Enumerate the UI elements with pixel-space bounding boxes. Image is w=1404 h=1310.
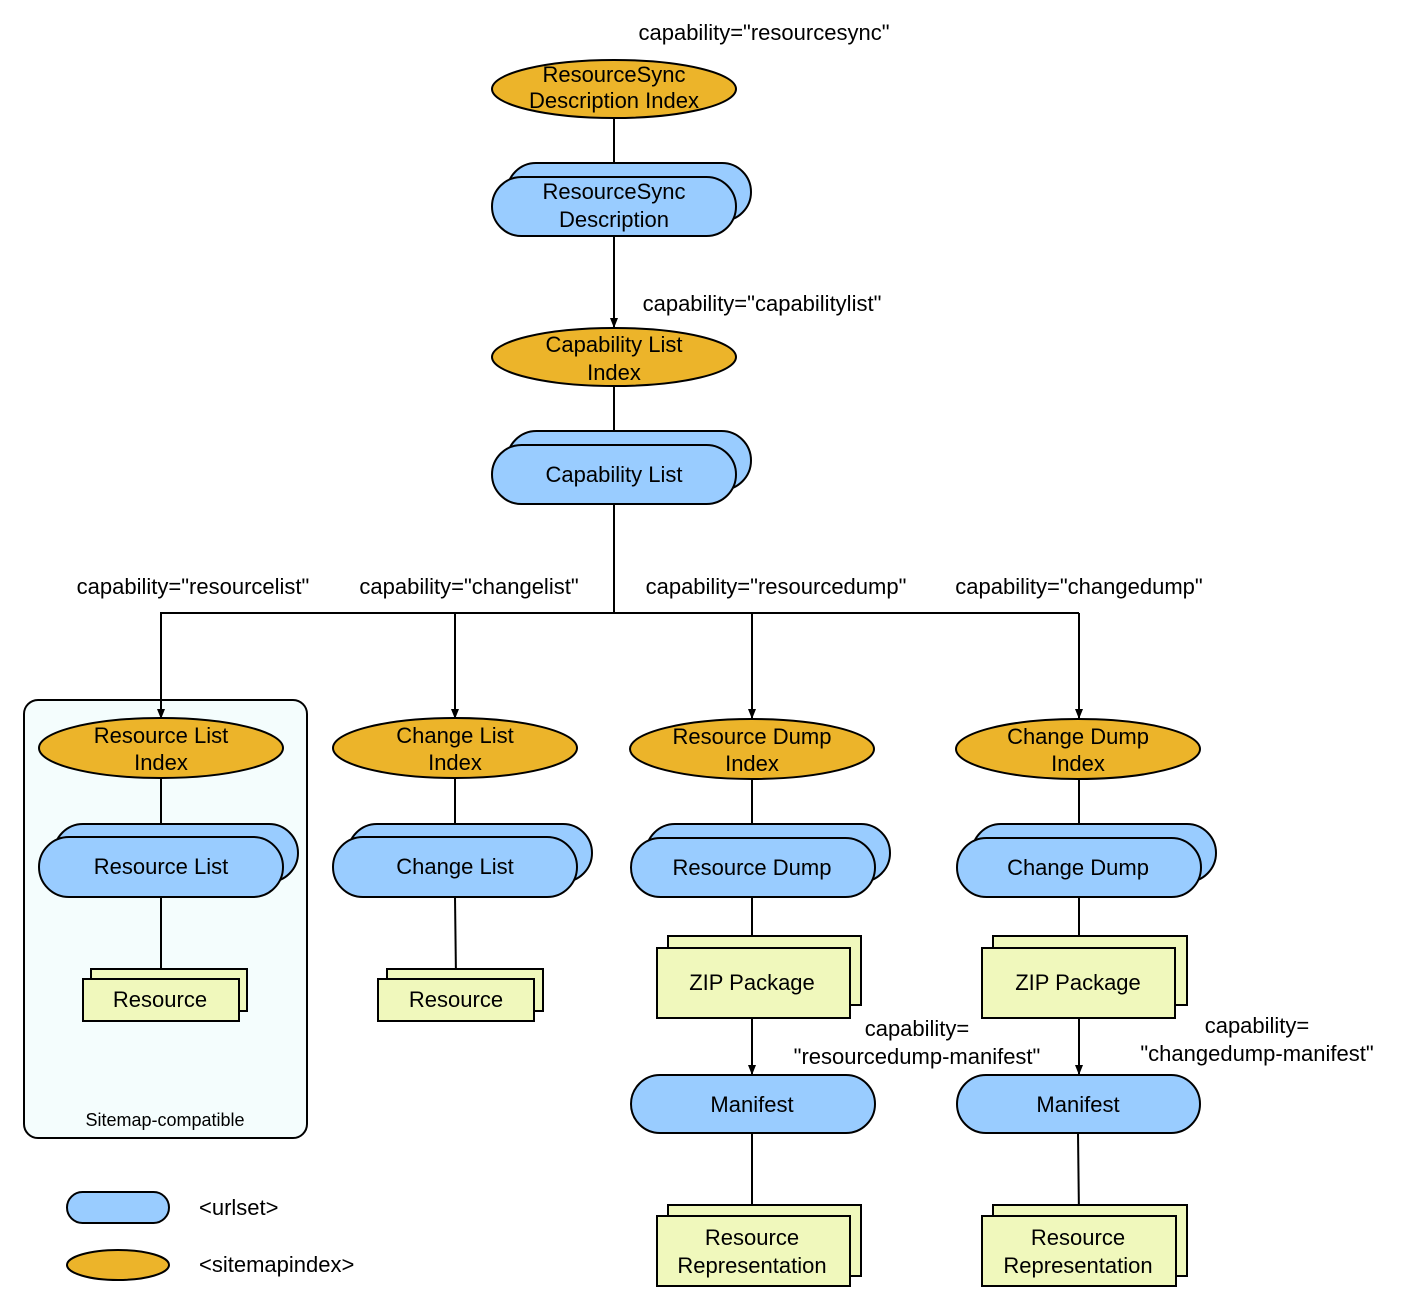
resource-dump-representation-node: Resource Representation (656, 1204, 862, 1287)
capability-list-index-line1: Capability List (546, 332, 683, 357)
sitemap-compatible-container (23, 699, 308, 1139)
resource-list-node: Resource List (38, 823, 299, 898)
change-dump-index-line2: Index (1051, 751, 1105, 776)
change-dump-representation-line1: Resource (1031, 1225, 1125, 1250)
resource-list-label: Resource List (94, 854, 229, 879)
resource-dump-manifest-label: Manifest (710, 1092, 793, 1117)
legend-urlset-swatch (66, 1191, 170, 1224)
resource-dump-manifest-node: Manifest (630, 1074, 876, 1134)
resource-dump-representation-line1: Resource (705, 1225, 799, 1250)
edges (157, 118, 1083, 1217)
cap-capabilitylist-label: capability="capabilitylist" (643, 291, 882, 316)
edge-cd-manifest-to-representation (1074, 1132, 1083, 1217)
resource-dump-zip-label: ZIP Package (689, 970, 815, 995)
cap-resourcesync-label: capability="resourcesync" (638, 20, 889, 45)
cap-changedump-label: capability="changedump" (955, 574, 1202, 599)
change-list-resource-label: Resource (409, 987, 503, 1012)
change-list-resource-node: Resource (377, 968, 544, 1022)
description-line1: ResourceSync (542, 179, 685, 204)
change-dump-zip-node: ZIP Package (981, 935, 1188, 1019)
capability-list-node: Capability List (491, 430, 752, 505)
resource-dump-zip-node: ZIP Package (656, 935, 862, 1019)
resourcedump-manifest-cap-line2: "resourcedump-manifest" (794, 1044, 1041, 1069)
cap-resourcelist-label: capability="resourcelist" (77, 574, 310, 599)
change-list-index-node: Change List Index (332, 717, 578, 779)
resource-dump-index-node: Resource Dump Index (629, 718, 875, 780)
change-list-node: Change List (332, 823, 593, 898)
resource-dump-node: Resource Dump (630, 823, 891, 898)
change-list-index-line2: Index (428, 750, 482, 775)
resource-list-resource-node: Resource (82, 968, 248, 1022)
cap-changelist-label: capability="changelist" (359, 574, 578, 599)
description-index-node: ResourceSync Description Index (491, 59, 737, 119)
resource-list-index-line1: Resource List (94, 723, 229, 748)
legend-urlset-label: <urlset> (199, 1195, 279, 1220)
change-dump-label: Change Dump (1007, 855, 1149, 880)
resource-dump-index-line1: Resource Dump (673, 724, 832, 749)
resourcedump-manifest-cap-line1: capability= (865, 1016, 970, 1041)
description-line2: Description (559, 207, 669, 232)
capability-list-index-line2: Index (587, 360, 641, 385)
changedump-manifest-cap-line1: capability= (1205, 1013, 1310, 1038)
capability-list-index-node: Capability List Index (491, 327, 737, 387)
cap-resourcedump-label: capability="resourcedump" (646, 574, 907, 599)
changedump-manifest-cap-line2: "changedump-manifest" (1140, 1041, 1373, 1066)
change-dump-zip-label: ZIP Package (1015, 970, 1141, 995)
change-dump-index-line1: Change Dump (1007, 724, 1149, 749)
legend-sitemapindex-swatch (66, 1249, 170, 1281)
change-dump-manifest-label: Manifest (1036, 1092, 1119, 1117)
resource-list-resource-label: Resource (113, 987, 207, 1012)
description-index-line2: Description Index (529, 88, 699, 113)
change-list-label: Change List (396, 854, 513, 879)
description-node: ResourceSync Description (491, 162, 752, 237)
legend-sitemapindex-label: <sitemapindex> (199, 1252, 354, 1277)
resource-list-index-line2: Index (134, 750, 188, 775)
description-index-line1: ResourceSync (542, 62, 685, 87)
resource-dump-label: Resource Dump (673, 855, 832, 880)
capability-list-label: Capability List (546, 462, 683, 487)
resource-list-index-node: Resource List Index (38, 717, 284, 779)
change-dump-node: Change Dump (956, 823, 1217, 898)
resource-dump-index-line2: Index (725, 751, 779, 776)
change-dump-manifest-node: Manifest (956, 1074, 1201, 1134)
edge-cl-list-to-resource (451, 896, 460, 979)
change-list-index-line1: Change List (396, 723, 513, 748)
change-dump-representation-node: Resource Representation (981, 1204, 1188, 1287)
resource-dump-representation-line2: Representation (677, 1253, 826, 1278)
change-dump-representation-line2: Representation (1003, 1253, 1152, 1278)
legend: <urlset> <sitemapindex> (66, 1191, 354, 1281)
change-dump-index-node: Change Dump Index (955, 718, 1201, 780)
sitemap-compatible-label: Sitemap-compatible (85, 1110, 244, 1130)
